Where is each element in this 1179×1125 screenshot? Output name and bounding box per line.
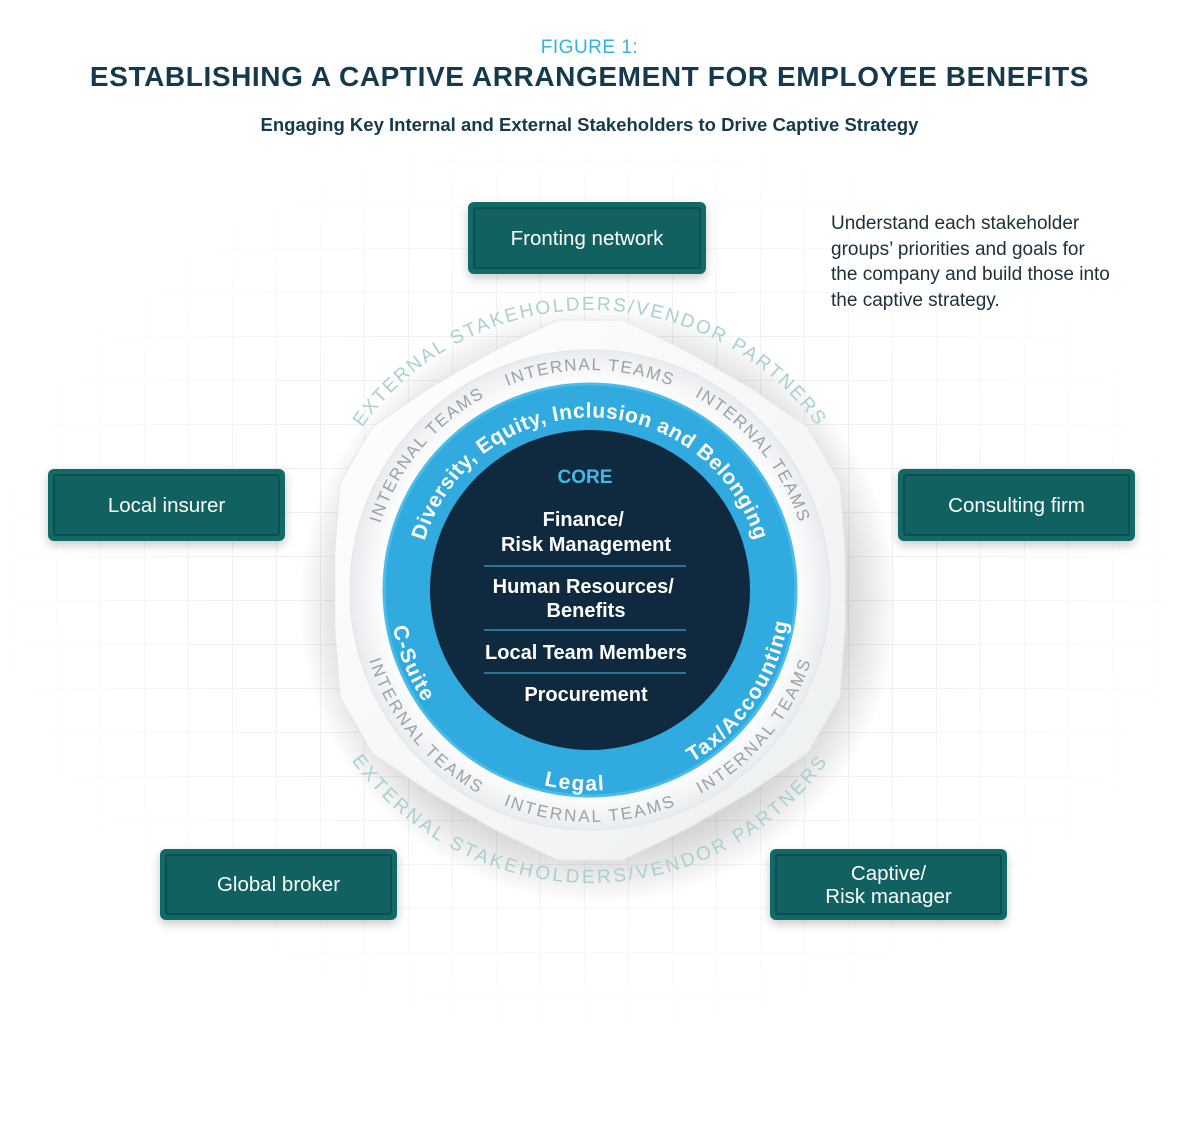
local-insurer-box-inner: Local insurer	[53, 474, 280, 536]
core-item-procurement: Procurement	[524, 684, 648, 706]
core-item-finance-line1: Finance/	[543, 509, 625, 531]
consulting-firm-label: Consulting firm	[948, 493, 1085, 517]
core-item-local-team: Local Team Members	[485, 642, 687, 664]
strategy-note: Understand each stakeholder groups’ prio…	[831, 213, 1110, 311]
captive-risk-manager-box: Captive/ Risk manager	[770, 849, 1007, 920]
core-item-hr-line1: Human Resources/	[493, 576, 675, 598]
local-insurer-label: Local insurer	[107, 493, 226, 517]
consulting-firm-box: Consulting firm	[898, 469, 1135, 541]
core-content: CORE Finance/ Risk Management Human Reso…	[484, 467, 687, 706]
fronting-network-box: Fronting network	[468, 202, 706, 274]
local-insurer-box: Local insurer	[48, 469, 285, 541]
core-label: CORE	[558, 467, 613, 488]
core-item-hr: Human Resources/ Benefits	[493, 576, 680, 622]
consulting-firm-box-inner: Consulting firm	[903, 474, 1130, 536]
global-broker-box: Global broker	[160, 849, 397, 920]
captive-risk-manager-box-inner: Captive/ Risk manager	[775, 854, 1002, 915]
figure-label: FIGURE 1:	[540, 37, 639, 58]
core-item-hr-line2: Benefits	[547, 600, 626, 622]
figure-subtitle: Engaging Key Internal and External Stake…	[260, 114, 919, 135]
global-broker-label: Global broker	[216, 873, 341, 896]
captive-risk-manager-label: Captive/ Risk manager	[825, 861, 952, 908]
figure-title: ESTABLISHING A CAPTIVE ARRANGEMENT FOR E…	[89, 61, 1090, 92]
fronting-network-label: Fronting network	[510, 226, 664, 250]
fronting-network-box-inner: Fronting network	[473, 207, 701, 269]
core-item-finance: Finance/ Risk Management	[501, 509, 671, 556]
blue-ring-edge	[382, 382, 798, 798]
global-broker-box-inner: Global broker	[165, 854, 392, 915]
core-item-finance-line2: Risk Management	[501, 534, 671, 556]
core-circle	[430, 430, 750, 750]
